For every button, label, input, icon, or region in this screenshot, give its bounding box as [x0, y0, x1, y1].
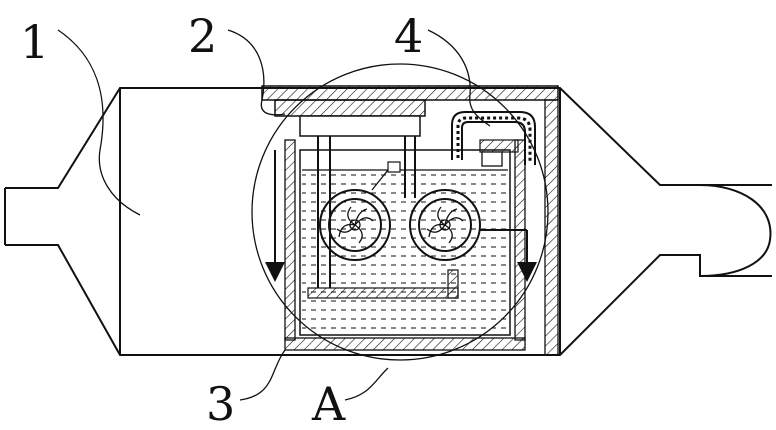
- label-1: 1: [20, 15, 49, 69]
- label-3: 3: [206, 377, 235, 430]
- label-a: A: [311, 377, 346, 430]
- label-2: 2: [188, 9, 217, 63]
- label-4: 4: [394, 9, 423, 63]
